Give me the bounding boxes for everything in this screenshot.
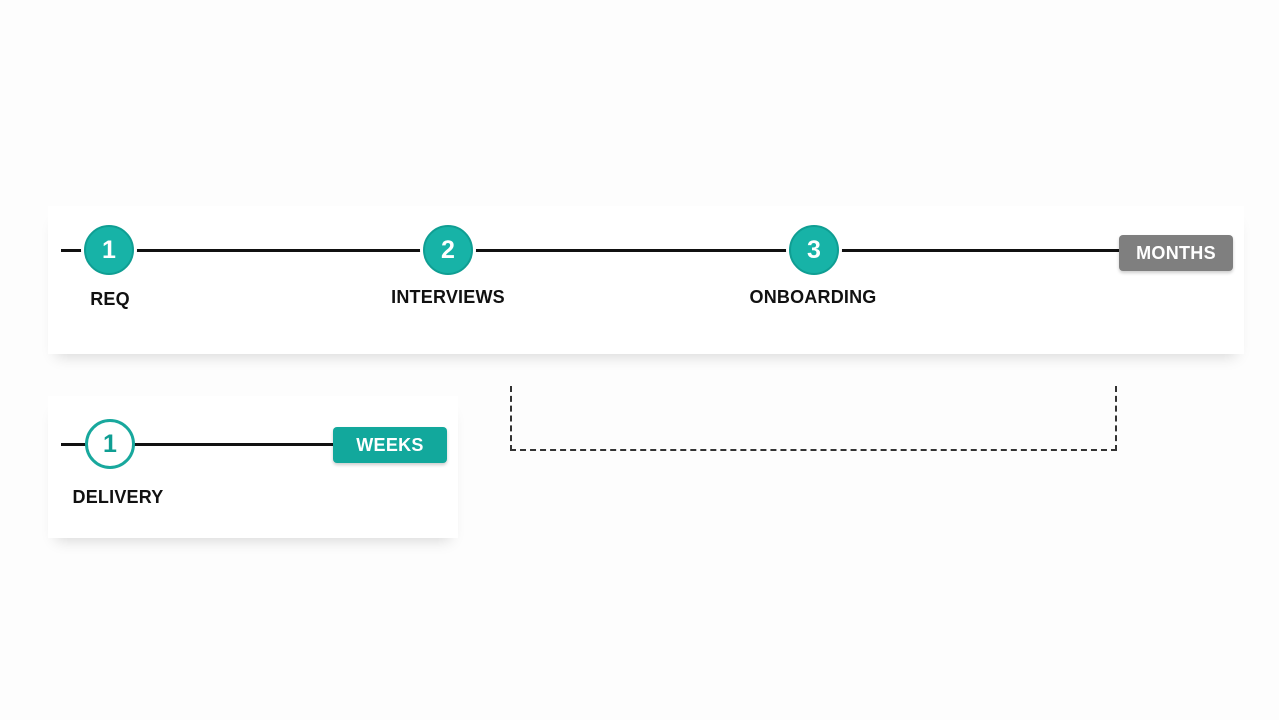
step-number: 1 bbox=[102, 235, 116, 264]
step-number: 3 bbox=[807, 235, 821, 264]
step-number: 2 bbox=[441, 235, 455, 264]
step-node-2: 2 bbox=[423, 225, 473, 275]
step-node-1: 1 bbox=[84, 225, 134, 275]
weeks-duration-badge: WEEKS bbox=[333, 427, 447, 463]
dashed-bracket bbox=[510, 386, 1117, 451]
step-node-3: 3 bbox=[789, 225, 839, 275]
step-label-req: REQ bbox=[90, 289, 130, 309]
step-label-onboarding: ONBOARDING bbox=[749, 287, 877, 307]
step-number: 1 bbox=[103, 429, 117, 458]
step-label-delivery: DELIVERY bbox=[72, 487, 164, 507]
months-duration-badge: MONTHS bbox=[1119, 235, 1233, 271]
weeks-timeline-line bbox=[61, 443, 337, 446]
months-timeline-panel bbox=[48, 206, 1244, 354]
months-timeline-line bbox=[61, 249, 1123, 252]
delivery-step-node: 1 bbox=[85, 419, 135, 469]
step-label-interviews: INTERVIEWS bbox=[391, 287, 505, 307]
